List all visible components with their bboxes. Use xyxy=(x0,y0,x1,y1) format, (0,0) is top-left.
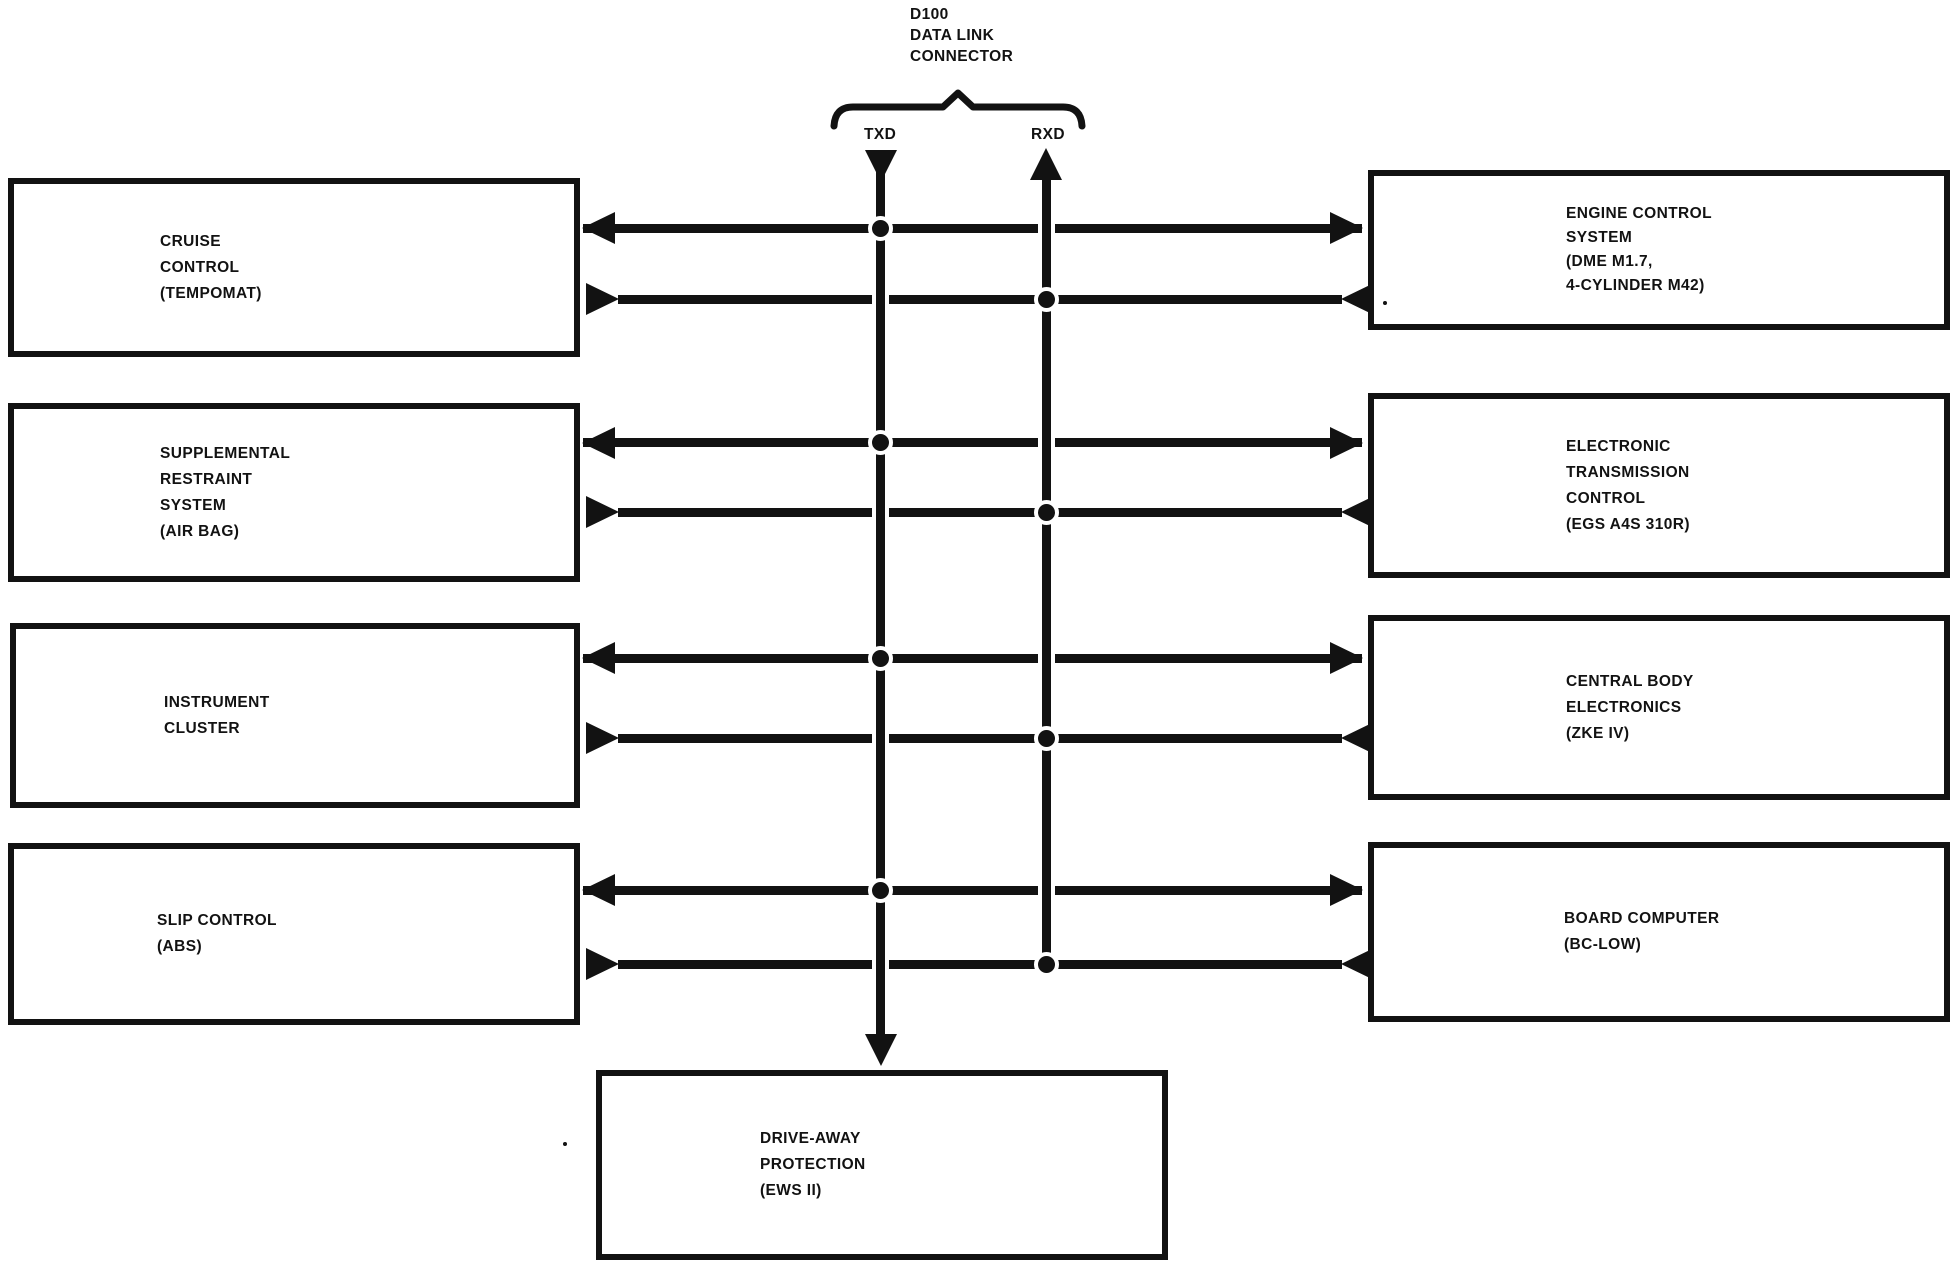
module-box-board-computer: BOARD COMPUTER (BC-LOW) xyxy=(1368,842,1950,1022)
module-label-line: PROTECTION xyxy=(760,1156,866,1173)
module-label-line: TRANSMISSION xyxy=(1566,463,1690,481)
arrow-into-right-module-icon xyxy=(1330,642,1363,674)
module-label-line: 4-CYLINDER M42) xyxy=(1566,277,1705,294)
module-label-line: CRUISE xyxy=(160,232,221,250)
arrow-into-right-module-icon xyxy=(1330,212,1363,244)
module-label-line: INSTRUMENT xyxy=(164,693,270,711)
module-label-line: (ABS) xyxy=(157,938,203,955)
txd-branch-line xyxy=(583,654,1362,663)
txd-to-ews-arrow-icon xyxy=(865,1034,897,1066)
connector-label-line: D100 xyxy=(910,6,949,23)
txd-flow-down-arrow-icon xyxy=(865,150,897,182)
module-label-line: (EGS A4S 310R) xyxy=(1566,515,1690,533)
module-label-line: (EWS II) xyxy=(760,1182,822,1199)
arrow-from-right-module-icon xyxy=(1341,948,1374,980)
module-label-line: CLUSTER xyxy=(164,719,240,737)
connector-brace xyxy=(830,89,1086,130)
arrow-into-left-module-icon xyxy=(582,642,615,674)
arrow-into-left-module-icon xyxy=(582,874,615,906)
module-label-line: SLIP CONTROL xyxy=(157,912,277,929)
module-label-line: ELECTRONIC xyxy=(1566,437,1671,455)
arrow-from-left-module-icon xyxy=(586,948,619,980)
arrow-into-right-module-icon xyxy=(1330,874,1363,906)
rxd-junction-dot xyxy=(1034,952,1059,977)
module-label-line: CONTROL xyxy=(1566,489,1646,507)
module-box-drive-away-protection: DRIVE-AWAY PROTECTION (EWS II) xyxy=(596,1070,1168,1260)
module-label-line: SUPPLEMENTAL xyxy=(160,444,291,462)
module-label-line: RESTRAINT xyxy=(160,470,253,488)
module-label-line: (AIR BAG) xyxy=(160,522,240,540)
rxd-flow-up-arrow-icon xyxy=(1030,148,1062,180)
module-label-line: ELECTRONICS xyxy=(1566,698,1682,716)
module-box-engine-control: ENGINE CONTROL SYSTEM (DME M1.7, 4-CYLIN… xyxy=(1368,170,1950,330)
arrow-from-right-module-icon xyxy=(1341,283,1374,315)
module-label-line: (TEMPOMAT) xyxy=(160,284,262,302)
module-label-line: CONTROL xyxy=(160,258,240,276)
txd-branch-line xyxy=(583,224,1362,233)
arrow-from-left-module-icon xyxy=(586,283,619,315)
module-label-line: ENGINE CONTROL xyxy=(1566,205,1712,222)
arrow-from-right-module-icon xyxy=(1341,722,1374,754)
txd-junction-dot xyxy=(868,430,893,455)
module-label-line: DRIVE-AWAY xyxy=(760,1130,861,1147)
rxd-bus-line xyxy=(1042,180,1051,968)
rxd-branch-line xyxy=(618,734,1342,743)
arrow-from-right-module-icon xyxy=(1341,496,1374,528)
module-label-line: BOARD COMPUTER xyxy=(1564,910,1720,927)
module-label-line: (BC-LOW) xyxy=(1564,936,1642,953)
txd-junction-dot xyxy=(868,878,893,903)
txd-branch-line xyxy=(583,438,1362,447)
module-box-supplemental-restraint: SUPPLEMENTAL RESTRAINT SYSTEM (AIR BAG) xyxy=(8,403,580,582)
rxd-junction-dot xyxy=(1034,287,1059,312)
txd-junction-dot xyxy=(868,646,893,671)
connector-label: D100 DATA LINK CONNECTOR xyxy=(910,4,1013,67)
rxd-branch-line xyxy=(618,508,1342,517)
connector-label-line: DATA LINK xyxy=(910,27,995,44)
module-label-line: SYSTEM xyxy=(160,496,227,514)
arrow-into-left-module-icon xyxy=(582,212,615,244)
txd-branch-line xyxy=(583,886,1362,895)
module-box-central-body: CENTRAL BODY ELECTRONICS (ZKE IV) xyxy=(1368,615,1950,800)
arrow-into-left-module-icon xyxy=(582,427,615,459)
rxd-junction-dot xyxy=(1034,726,1059,751)
txd-junction-dot xyxy=(868,216,893,241)
module-label-line: CENTRAL BODY xyxy=(1566,672,1694,690)
module-box-instrument-cluster: INSTRUMENT CLUSTER xyxy=(10,623,580,808)
arrow-from-left-module-icon xyxy=(586,722,619,754)
module-box-slip-control: SLIP CONTROL (ABS) xyxy=(8,843,580,1025)
arrow-from-left-module-icon xyxy=(586,496,619,528)
module-label-line: (ZKE IV) xyxy=(1566,724,1630,742)
arrow-into-right-module-icon xyxy=(1330,427,1363,459)
connector-label-line: CONNECTOR xyxy=(910,48,1014,65)
rxd-branch-line xyxy=(618,960,1342,969)
txd-signal-label: TXD xyxy=(864,126,897,143)
rxd-signal-label: RXD xyxy=(1031,126,1065,143)
module-label-line: SYSTEM xyxy=(1566,229,1633,246)
rxd-branch-line xyxy=(618,295,1342,304)
module-label-line: (DME M1.7, xyxy=(1566,253,1653,270)
module-box-cruise-control: CRUISE CONTROL (TEMPOMAT) xyxy=(8,178,580,357)
module-box-transmission-control: ELECTRONIC TRANSMISSION CONTROL (EGS A4S… xyxy=(1368,393,1950,578)
scan-speck xyxy=(563,1142,567,1146)
rxd-junction-dot xyxy=(1034,500,1059,525)
txd-bus-line xyxy=(876,158,885,1040)
scan-speck xyxy=(1383,301,1387,305)
